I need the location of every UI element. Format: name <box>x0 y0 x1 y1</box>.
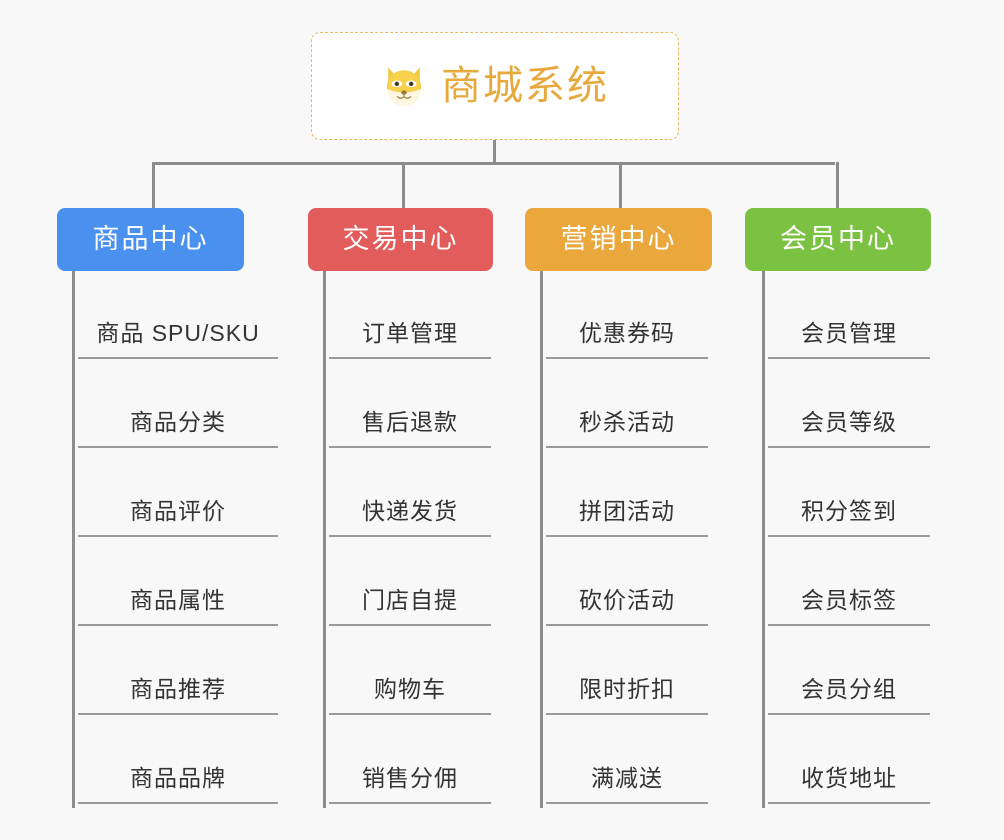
connector-horizontal-bus <box>152 162 835 165</box>
leaf-label: 商品属性 <box>130 586 226 613</box>
leaf-label: 限时折扣 <box>579 675 675 702</box>
category-node-1[interactable]: 商品中心 <box>57 208 244 271</box>
leaf-node[interactable]: 订单管理 <box>329 313 491 359</box>
leaf-label: 销售分佣 <box>362 764 458 791</box>
category-node-2[interactable]: 交易中心 <box>308 208 493 271</box>
category-node-3[interactable]: 营销中心 <box>525 208 712 271</box>
leaf-label: 订单管理 <box>362 319 458 346</box>
leaf-label: 收货地址 <box>801 764 897 791</box>
leaf-label: 砍价活动 <box>579 586 675 613</box>
connector-spine-4 <box>762 271 765 808</box>
leaf-label: 优惠券码 <box>579 319 675 346</box>
leaf-node[interactable]: 商品推荐 <box>78 669 278 715</box>
connector-drop-4 <box>836 162 839 209</box>
leaf-label: 商品推荐 <box>130 675 226 702</box>
leaf-label: 秒杀活动 <box>579 408 675 435</box>
leaf-node[interactable]: 商品属性 <box>78 580 278 626</box>
leaf-label: 门店自提 <box>362 586 458 613</box>
leaf-node[interactable]: 会员等级 <box>768 402 930 448</box>
leaf-label: 积分签到 <box>801 497 897 524</box>
leaf-label: 拼团活动 <box>579 497 675 524</box>
leaf-node[interactable]: 购物车 <box>329 669 491 715</box>
leaf-node[interactable]: 拼团活动 <box>546 491 708 537</box>
leaf-node[interactable]: 满减送 <box>546 758 708 804</box>
category-label: 会员中心 <box>780 224 896 254</box>
leaf-label: 会员标签 <box>801 586 897 613</box>
connector-spine-3 <box>540 271 543 808</box>
leaf-node[interactable]: 秒杀活动 <box>546 402 708 448</box>
leaf-label: 购物车 <box>374 675 446 702</box>
connector-drop-2 <box>402 162 405 209</box>
leaf-node[interactable]: 会员分组 <box>768 669 930 715</box>
leaf-label: 售后退款 <box>362 408 458 435</box>
category-label: 营销中心 <box>560 224 677 254</box>
leaf-node[interactable]: 积分签到 <box>768 491 930 537</box>
leaf-node[interactable]: 门店自提 <box>329 580 491 626</box>
leaf-label: 商品评价 <box>130 497 226 524</box>
leaf-label: 会员分组 <box>801 675 897 702</box>
leaf-label: 商品 SPU/SKU <box>96 319 260 346</box>
leaf-label: 会员管理 <box>801 319 897 346</box>
category-label: 商品中心 <box>92 224 209 254</box>
leaf-node[interactable]: 优惠券码 <box>546 313 708 359</box>
leaf-label: 商品品牌 <box>130 764 226 791</box>
category-node-4[interactable]: 会员中心 <box>745 208 931 271</box>
leaf-label: 会员等级 <box>801 408 897 435</box>
root-title: 商城系统 <box>441 64 609 108</box>
connector-spine-2 <box>323 271 326 808</box>
leaf-node[interactable]: 商品评价 <box>78 491 278 537</box>
leaf-node[interactable]: 售后退款 <box>329 402 491 448</box>
leaf-node[interactable]: 收货地址 <box>768 758 930 804</box>
connector-drop-1 <box>152 162 155 209</box>
leaf-node[interactable]: 砍价活动 <box>546 580 708 626</box>
leaf-label: 满减送 <box>591 764 663 791</box>
category-label: 交易中心 <box>342 224 459 254</box>
leaf-node[interactable]: 商品品牌 <box>78 758 278 804</box>
leaf-node[interactable]: 商品 SPU/SKU <box>78 313 278 359</box>
leaf-node[interactable]: 商品分类 <box>78 402 278 448</box>
dog-face-icon <box>386 67 422 107</box>
root-node[interactable]: 商城系统 <box>311 32 679 140</box>
leaf-node[interactable]: 销售分佣 <box>329 758 491 804</box>
connector-drop-3 <box>619 162 622 209</box>
leaf-node[interactable]: 限时折扣 <box>546 669 708 715</box>
connector-spine-1 <box>72 271 75 808</box>
connector-root-stem <box>493 140 496 164</box>
leaf-label: 商品分类 <box>130 408 226 435</box>
leaf-label: 快递发货 <box>362 497 458 524</box>
leaf-node[interactable]: 会员标签 <box>768 580 930 626</box>
leaf-node[interactable]: 快递发货 <box>329 491 491 537</box>
leaf-node[interactable]: 会员管理 <box>768 313 930 359</box>
